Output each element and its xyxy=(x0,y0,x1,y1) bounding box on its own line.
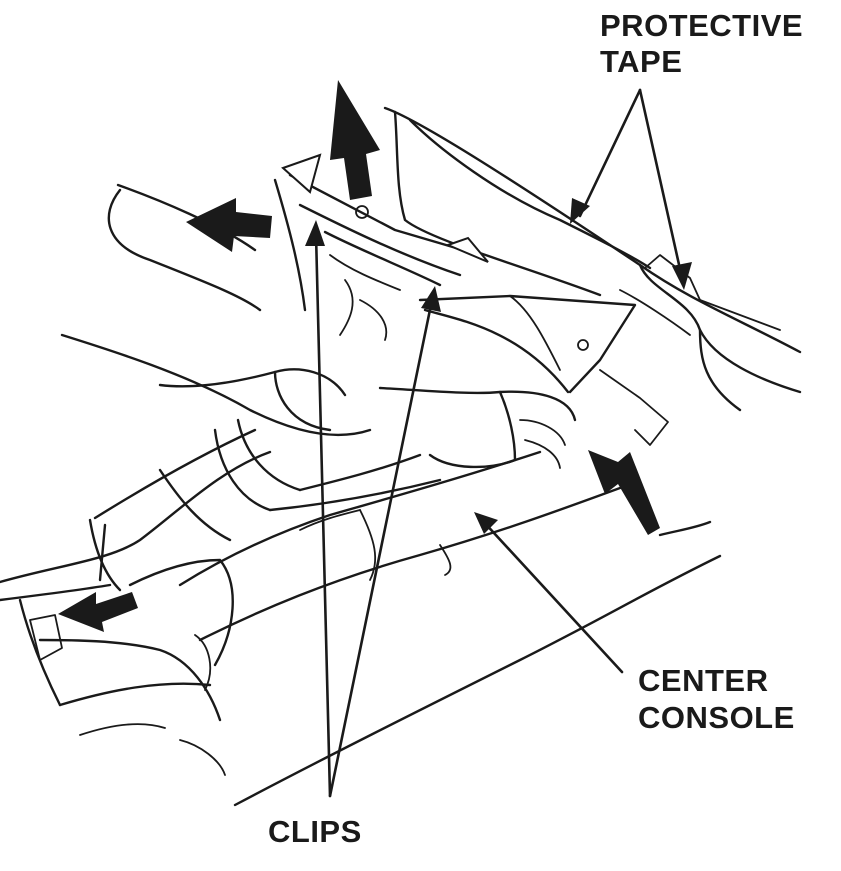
removed-panel xyxy=(418,294,669,446)
arrow-left-icon xyxy=(186,198,272,252)
leader-lines xyxy=(305,88,692,798)
trim-panel xyxy=(273,153,489,341)
leader-arrowhead-icon xyxy=(672,262,692,290)
leader-arrowhead-icon xyxy=(421,286,441,312)
leader-arrowhead-icon xyxy=(305,220,325,246)
arrow-down-left-icon xyxy=(58,592,138,632)
direction-arrows xyxy=(58,80,660,632)
center-console-label-line1: CENTER xyxy=(638,663,769,698)
clips-label: CLIPS xyxy=(268,814,362,849)
dashboard-panel xyxy=(383,106,802,412)
arrow-down-right-icon xyxy=(588,450,660,535)
lower-console xyxy=(0,518,234,776)
center-console-label-line2: CONSOLE xyxy=(638,700,795,735)
protective-tape-label-line1: PROTECTIVE xyxy=(600,8,804,43)
protective-tape-label-line2: TAPE xyxy=(600,44,683,79)
center-console xyxy=(0,418,722,807)
leader-arrowhead-icon xyxy=(570,198,590,224)
arrow-up-icon xyxy=(330,80,380,200)
leader-arrowhead-icon xyxy=(474,512,498,534)
hands xyxy=(60,183,577,469)
